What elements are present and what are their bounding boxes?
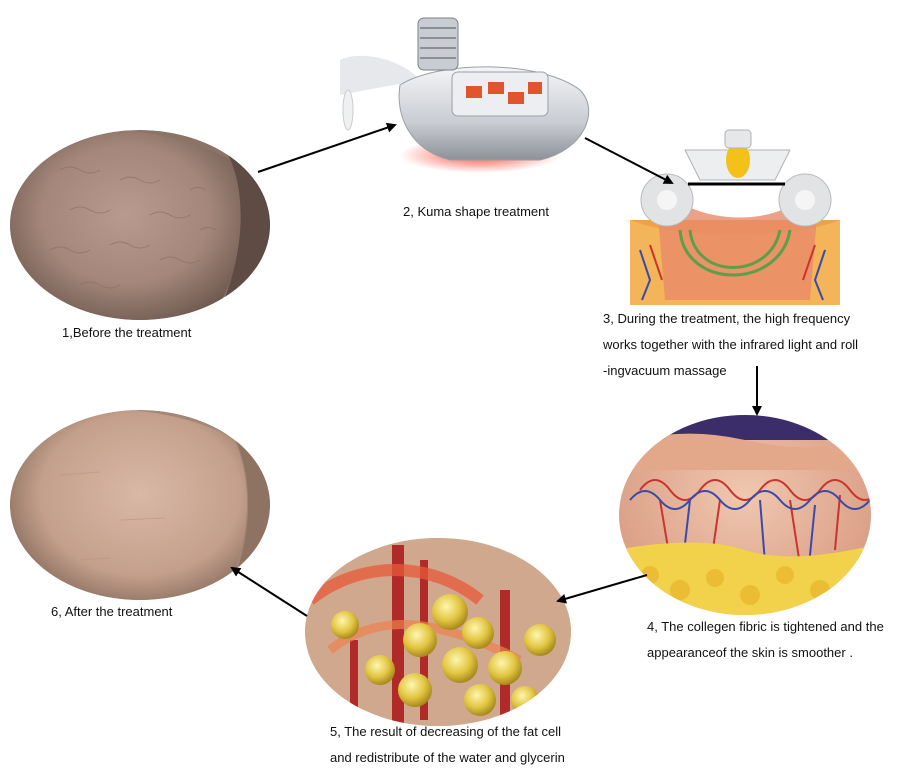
- caption-line: -ingvacuum massage: [603, 358, 903, 384]
- flow-arrow: [558, 575, 647, 601]
- caption-line: 3, During the treatment, the high freque…: [603, 306, 903, 332]
- step-6-caption: 6, After the treatment: [51, 599, 172, 625]
- step-1-caption: 1,Before the treatment: [62, 320, 191, 346]
- flow-arrow: [585, 138, 672, 183]
- kuma-device-image: [340, 18, 589, 173]
- caption-line: 5, The result of decreasing of the fat c…: [330, 719, 630, 745]
- caption-line: appearanceof the skin is smoother .: [647, 640, 917, 666]
- caption-line: 4, The collegen fibric is tightened and …: [647, 614, 917, 640]
- step-2-caption: 2, Kuma shape treatment: [403, 199, 549, 225]
- caption-line: 2, Kuma shape treatment: [403, 199, 549, 225]
- step-5-caption: 5, The result of decreasing of the fat c…: [330, 719, 630, 771]
- thigh-before-image: [10, 128, 275, 320]
- skin-layers-image: [615, 410, 880, 625]
- fat-cells-image: [305, 538, 571, 730]
- flow-arrow: [232, 568, 307, 616]
- step-3-caption: 3, During the treatment, the high freque…: [603, 306, 903, 384]
- caption-line: and redistribute of the water and glycer…: [330, 745, 630, 771]
- caption-line: 6, After the treatment: [51, 599, 172, 625]
- caption-line: works together with the infrared light a…: [603, 332, 903, 358]
- flow-arrow: [258, 125, 395, 172]
- treatment-head-image: [630, 130, 840, 305]
- step-4-caption: 4, The collegen fibric is tightened and …: [647, 614, 917, 666]
- caption-line: 1,Before the treatment: [62, 320, 191, 346]
